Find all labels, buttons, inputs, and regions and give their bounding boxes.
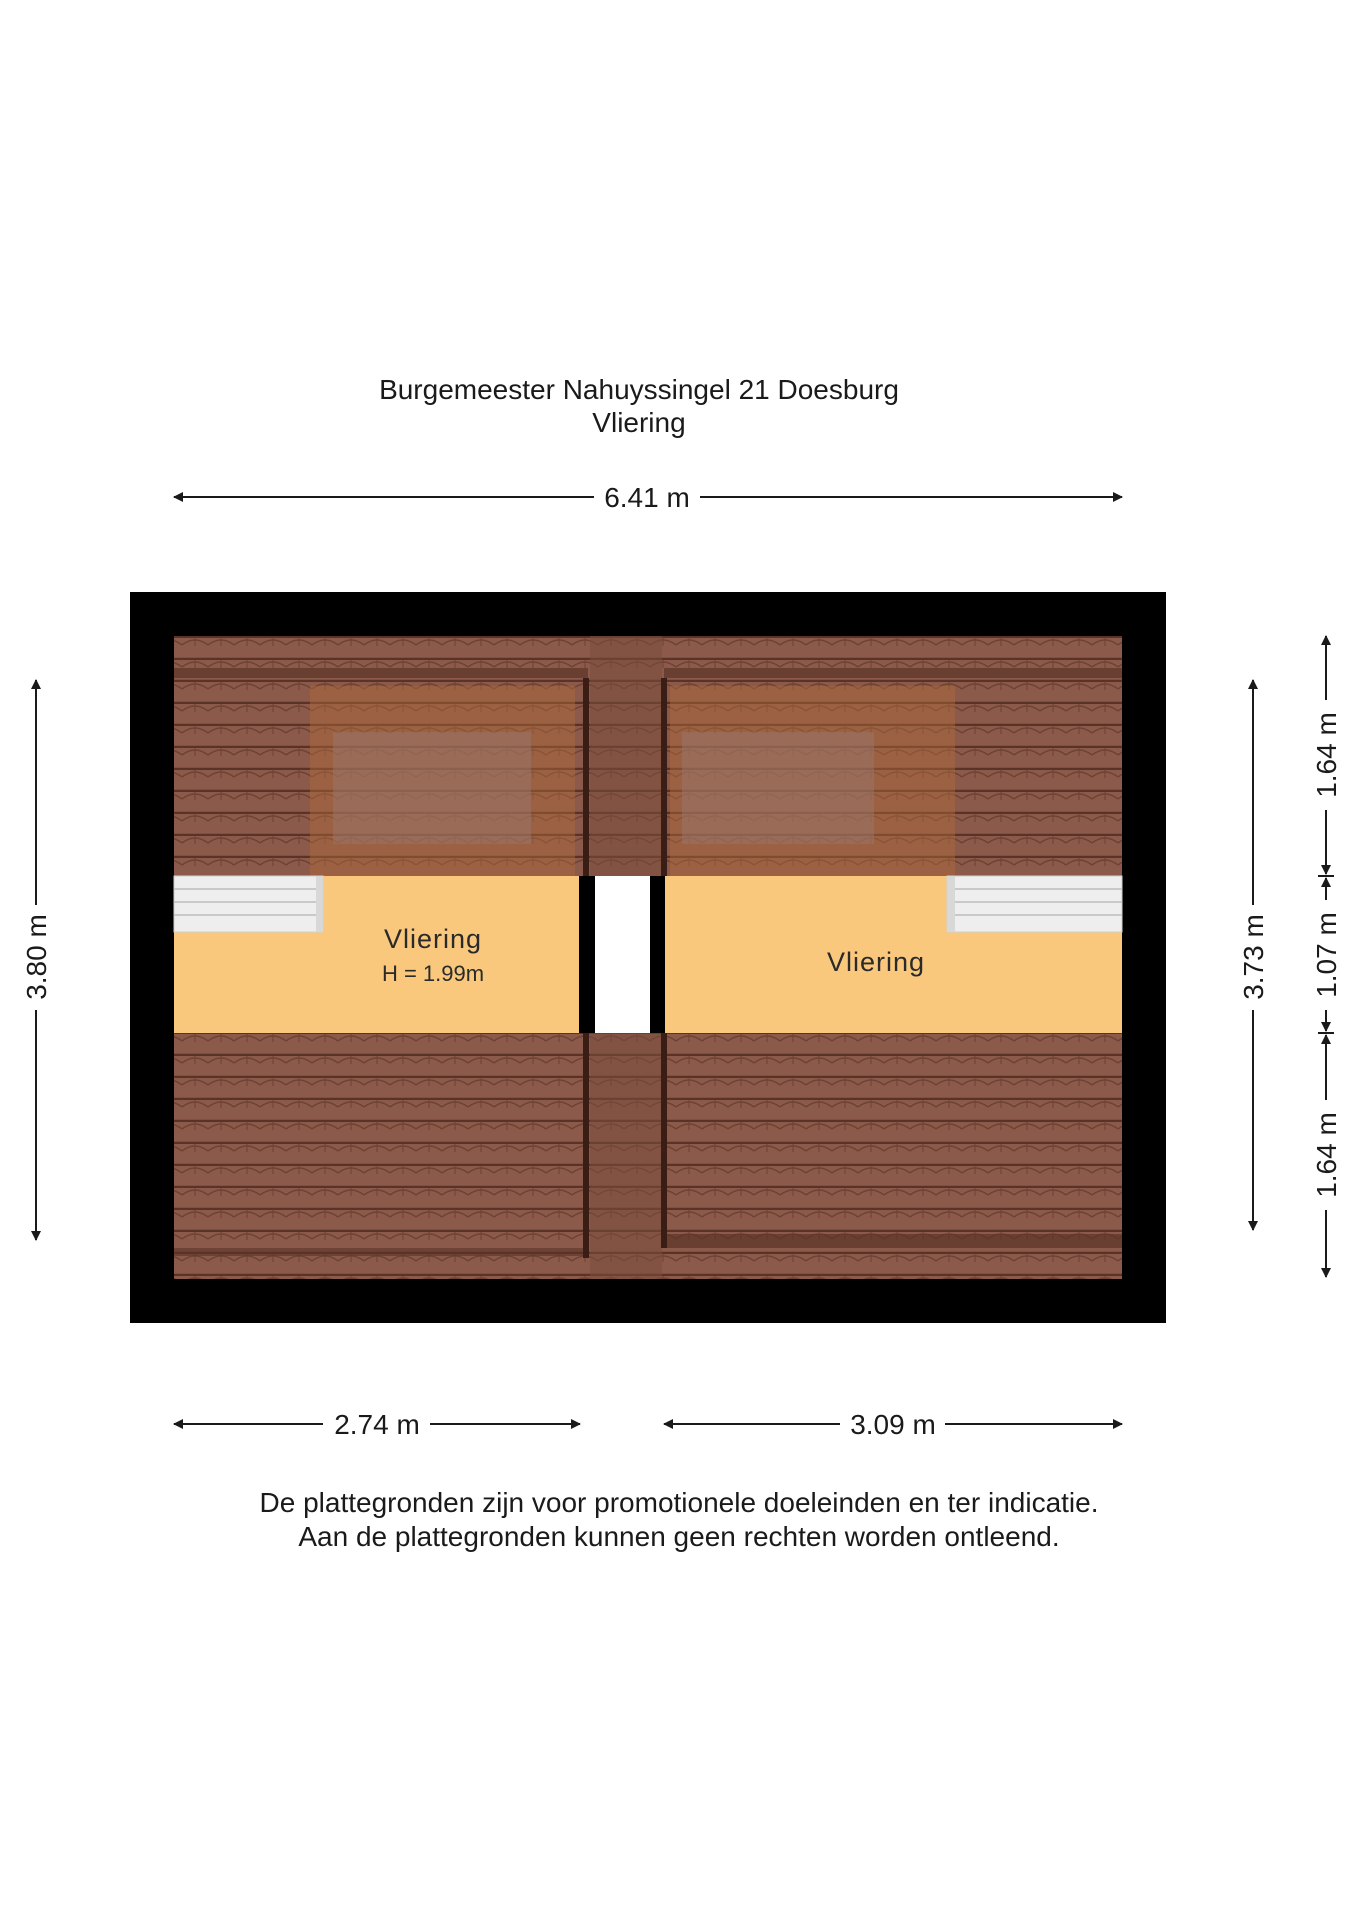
floor-title: Vliering <box>592 407 686 438</box>
dim-left-width-label: 2.74 m <box>334 1409 420 1440</box>
room-left-name: Vliering <box>384 924 482 954</box>
dormer-right <box>670 686 955 876</box>
room-left-height: H = 1.99m <box>382 961 484 986</box>
address-title: Burgemeester Nahuyssingel 21 Doesburg <box>379 374 899 405</box>
stair-left <box>173 875 324 933</box>
center-wall-right <box>650 876 665 1033</box>
dim-right-width-label: 3.09 m <box>850 1409 936 1440</box>
dim-segment-bottom: 1.64 m <box>1311 1034 1342 1278</box>
dormer-right-inner <box>682 732 874 844</box>
dim-right-width: 3.09 m <box>663 1409 1123 1440</box>
stair-right <box>946 875 1123 933</box>
dim-total-width-label: 6.41 m <box>604 482 690 513</box>
dim-right-height: 3.73 m <box>1238 679 1269 1231</box>
roof-right-upper-shade <box>664 668 1122 678</box>
disclaimer-line-1: De plattegronden zijn voor promotionele … <box>259 1487 1099 1518</box>
center-wall-left <box>579 876 595 1033</box>
dim-segment-top-label: 1.64 m <box>1311 712 1342 798</box>
dormer-left-inner <box>333 732 531 844</box>
dim-segment-top: 1.64 m <box>1311 635 1342 875</box>
roof-right-lower-shade <box>664 1234 1122 1248</box>
dim-left-height-label: 3.80 m <box>21 914 52 1000</box>
dim-right-height-label: 3.73 m <box>1238 914 1269 1000</box>
roof-left-lower-shade <box>174 1248 588 1256</box>
disclaimer-line-2: Aan de plattegronden kunnen geen rechten… <box>298 1521 1060 1552</box>
dim-left-height: 3.80 m <box>21 679 52 1241</box>
roof-left-upper-shade <box>174 668 588 678</box>
dim-segment-middle: 1.07 m <box>1311 877 1342 1032</box>
room-right-name: Vliering <box>827 947 925 977</box>
center-shaft <box>595 876 650 1033</box>
dormer-left <box>310 686 575 876</box>
dim-total-width: 6.41 m <box>173 482 1123 513</box>
dim-left-width: 2.74 m <box>173 1409 581 1440</box>
dim-segment-bottom-label: 1.64 m <box>1311 1112 1342 1198</box>
dim-segment-middle-label: 1.07 m <box>1311 912 1342 998</box>
